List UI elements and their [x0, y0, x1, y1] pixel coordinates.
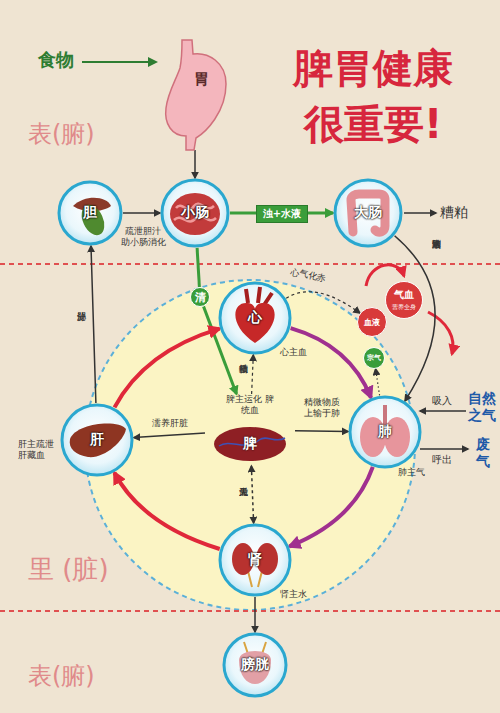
organ-name: 胃: [186, 70, 216, 89]
organ-circle: 肺肺主气: [348, 395, 422, 469]
node-outline: [160, 40, 230, 150]
connector-arrow: [254, 597, 256, 632]
connector-arrow: [194, 150, 196, 178]
organ-name: 胆: [57, 180, 123, 246]
divider-line: [0, 610, 500, 612]
organ-illustration: [248, 571, 262, 587]
air-label: 自然之气: [468, 390, 498, 424]
connector-arrow: [289, 467, 372, 547]
organ-circle: 心心主血: [218, 281, 292, 355]
output-label: 糟粕: [440, 204, 468, 222]
filled-circle: [191, 288, 210, 307]
node-outline: [205, 394, 295, 466]
edge-label: 浊+水液: [256, 205, 308, 223]
organ-name: 肾: [218, 523, 292, 597]
connector-arrow: [114, 473, 219, 549]
edge-label: 心气化赤: [289, 267, 326, 284]
organ-circle: 小肠: [160, 178, 230, 248]
inhale-arrow: [420, 410, 466, 412]
organ-circle: 肝肝主疏泄 肝藏血: [60, 403, 134, 477]
connector-arrow: [376, 369, 380, 396]
connector-arrow: [251, 466, 253, 523]
inner-circle: [85, 280, 415, 610]
small-circle: 血液: [357, 307, 387, 337]
organ-circle: 大肠: [333, 178, 403, 248]
connector-arrow: [91, 246, 96, 403]
connector-arrow: [197, 248, 199, 287]
input-arrow: [82, 61, 156, 63]
organ-name: 心: [218, 281, 292, 355]
organ-circle: 膀胱: [222, 632, 288, 698]
organ-name: 肝: [60, 403, 134, 477]
zone-label: 表(腑): [28, 660, 95, 692]
organ-function: 肺主气: [398, 467, 438, 478]
edge-label: 濡养肝脏: [148, 418, 192, 429]
connector-arrow: [123, 212, 160, 214]
organ-illustration: [383, 405, 387, 425]
organ-circle: 肾肾主水: [218, 523, 292, 597]
edge-label: 精微物质 上输于肺: [300, 397, 344, 419]
organ-illustration: [166, 40, 226, 150]
circle-text: 清: [190, 287, 210, 307]
input-label: 食物: [38, 48, 74, 72]
circle-text: 宗气: [363, 347, 385, 369]
filled-circle: [364, 348, 385, 369]
organ-function: 脾主运化 脾统血: [225, 394, 275, 416]
circle-text: 血液: [357, 307, 387, 337]
stomach-node: 胃: [160, 40, 230, 150]
organ-circle: 胆: [57, 180, 123, 246]
organ-illustration: [246, 287, 272, 305]
connector-arrow: [291, 328, 371, 398]
flow-label: 吸入: [432, 394, 452, 408]
divider-line: [0, 263, 500, 265]
small-circle: 宗气: [363, 347, 385, 369]
filled-circle: [358, 308, 387, 337]
organ-name: 膀胱: [222, 632, 288, 698]
exhale-arrow: [420, 448, 468, 450]
organ-name: 小肠: [160, 178, 230, 248]
small-circle: 清: [190, 287, 210, 307]
zone-label: 表(腑): [28, 118, 95, 150]
output-arrow: [404, 212, 436, 214]
title: 脾胃健康 很重要!: [283, 40, 463, 152]
organ-function: 心主血: [280, 347, 320, 358]
connector-arrow: [252, 355, 254, 394]
organ-name: 肺: [348, 395, 422, 469]
organ-name: 大肠: [333, 178, 403, 248]
circle-note: 营养全身: [385, 303, 423, 311]
filled-circle: [386, 282, 423, 319]
circle-text: 气血: [385, 289, 423, 301]
organ-function: 肝主疏泄 肝藏血: [18, 439, 58, 461]
air-label: 废气: [476, 436, 492, 470]
organ-function: 肾主水: [280, 589, 320, 600]
connector-arrow: [115, 329, 220, 408]
edge-label: 疏泄胆汁 助小肠消化: [120, 226, 166, 248]
connector-arrow: [134, 433, 205, 438]
organ-name: 脾: [205, 435, 295, 453]
flow-swoosh: [428, 312, 453, 354]
connector-arrow: [295, 430, 348, 432]
small-circle: 气血营养全身: [385, 281, 423, 319]
flow-label: 呼出: [432, 453, 452, 467]
zone-label: 里 (脏): [28, 552, 109, 587]
connector-arrow: [286, 292, 360, 313]
spleen-node: 脾主运化 脾统血脾: [205, 394, 295, 466]
